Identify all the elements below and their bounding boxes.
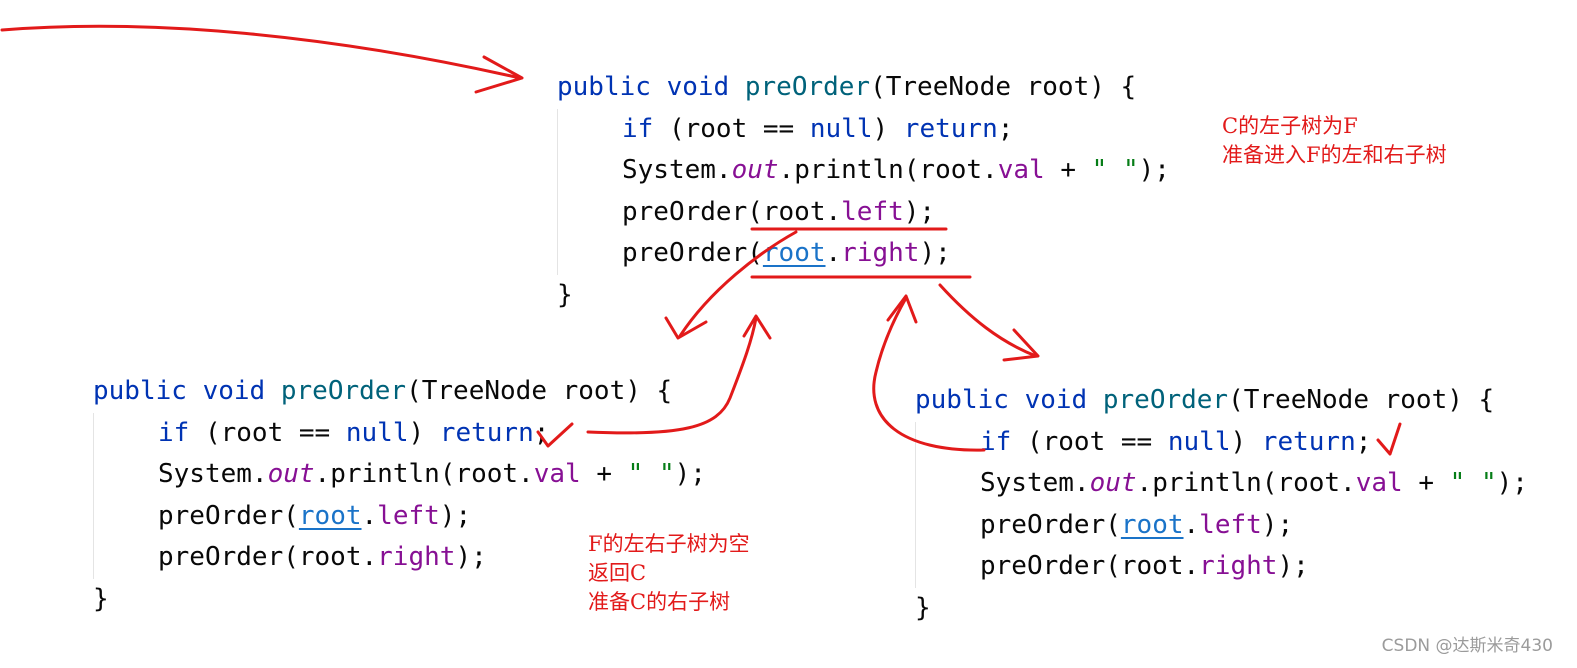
method-body: if (root == null) return; System.out.pri… [557,108,1170,275]
closing-brace: } [915,592,931,623]
call-left-arrow [678,230,798,338]
annotation-note-f: F的左右子树为空 返回C 准备C的右子树 [588,532,750,614]
return-from-right-arrow [872,296,986,452]
watermark: CSDN @达斯米奇430 [1381,636,1553,656]
checkmark-left [536,422,574,448]
entry-arrow-head [474,55,524,94]
closing-brace: } [93,583,109,614]
annotation-note-c: C的左子树为F 准备进入F的左和右子树 [1222,114,1447,167]
right-call-line: preOrder(root.right); [622,238,951,269]
return-to-c-arrow [586,316,758,435]
checkmark-right [1376,422,1402,456]
code-block-left: public void preOrder(TreeNode root) { if… [93,371,706,621]
call-right-arrow [938,283,1038,358]
entry-arrow [0,24,522,80]
method-body: if (root == null) return; System.out.pri… [93,412,706,579]
method-body: if (root == null) return; System.out.pri… [915,421,1528,588]
print-line: System.out.println(root.val + " "); [158,459,706,490]
print-line: System.out.println(root.val + " "); [622,155,1170,186]
closing-brace: } [557,279,573,310]
right-call-line: preOrder(root.right); [158,542,487,573]
call-right-arrow-head [1002,328,1040,362]
if-line: if (root == null) return; [980,426,1372,457]
if-line: if (root == null) return; [622,113,1014,144]
method-header: public void preOrder(TreeNode root) { [915,385,1495,415]
method-header: public void preOrder(TreeNode root) { [93,376,673,406]
return-to-c-arrow-head [742,314,772,340]
right-call-line: preOrder(root.right); [980,551,1309,582]
if-line: if (root == null) return; [158,417,550,448]
code-block-top: public void preOrder(TreeNode root) { if… [557,67,1170,317]
left-call-line: preOrder(root.left); [158,500,472,531]
left-call-line: preOrder(root.left); [980,509,1294,540]
code-block-right: public void preOrder(TreeNode root) { if… [915,380,1528,630]
return-from-right-arrow-head [886,294,918,324]
method-header: public void preOrder(TreeNode root) { [557,72,1137,102]
call-left-arrow-head [664,316,708,340]
left-call-line: preOrder(root.left); [622,196,936,227]
print-line: System.out.println(root.val + " "); [980,468,1528,499]
